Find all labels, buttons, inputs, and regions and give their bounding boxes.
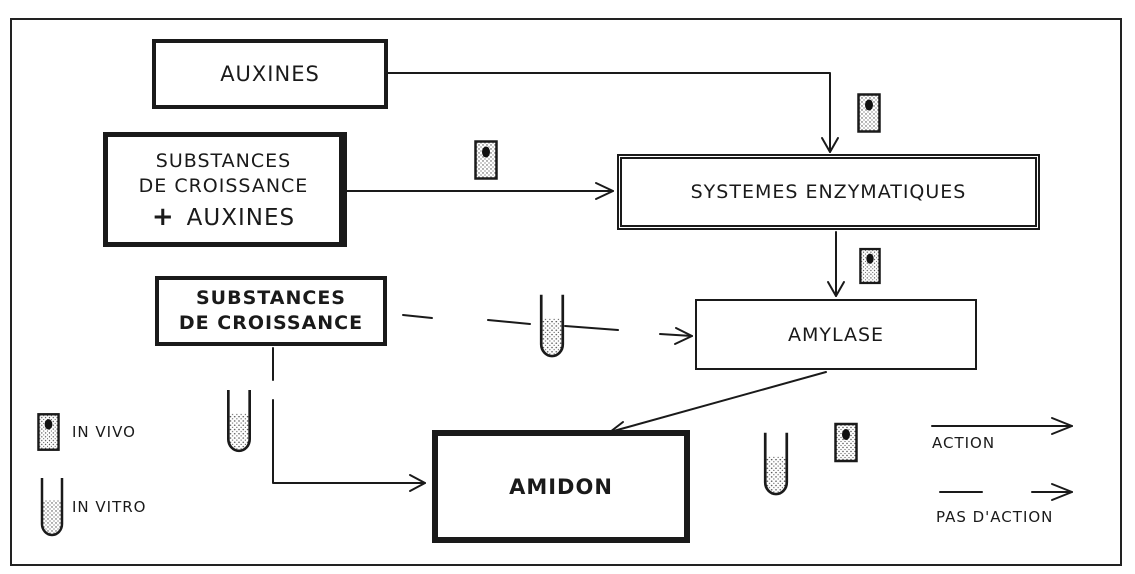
arrow-amylase-amidon (609, 371, 827, 433)
box-amylase-label: AMYLASE (787, 323, 885, 346)
in-vitro-icon (539, 294, 565, 358)
box-amylase: AMYLASE (695, 299, 977, 370)
arrowhead (595, 182, 614, 200)
arrowhead (1051, 483, 1073, 501)
legend-in-vitro-label: IN VITRO (72, 498, 147, 516)
box-substances-line1: SUBSTANCES (196, 287, 346, 309)
arrowhead (409, 474, 426, 492)
arrowhead (827, 281, 845, 297)
in-vitro-icon (226, 390, 252, 453)
box-substances-auxines-line3: AUXINES (186, 204, 296, 231)
box-amidon: AMIDON (432, 430, 690, 543)
in-vivo-icon (474, 140, 498, 180)
box-systemes-enzymatiques: SYSTEMES ENZYMATIQUES (617, 154, 1040, 230)
arrow-auxines-systemes (387, 72, 831, 153)
in-vivo-icon (859, 247, 881, 285)
box-substances-auxines-line3-row: + AUXINES (151, 201, 296, 232)
in-vitro-icon (40, 476, 64, 537)
legend-no-action-label: PAS D'ACTION (936, 508, 1054, 526)
diagram-frame (10, 18, 1122, 566)
in-vitro-icon (763, 432, 789, 496)
arrowhead (1051, 417, 1073, 435)
dash (487, 319, 531, 325)
box-substances-croissance: SUBSTANCES DE CROISSANCE (155, 276, 387, 346)
box-systemes-label: SYSTEMES ENZYMATIQUES (690, 181, 967, 203)
box-substances-auxines: SUBSTANCES DE CROISSANCE + AUXINES (103, 132, 347, 247)
dash (659, 333, 693, 337)
arrow-substances-amidon (272, 399, 426, 484)
legend-action-label: ACTION (932, 434, 996, 452)
arrowhead (821, 137, 839, 153)
legend-in-vivo-label: IN VIVO (72, 423, 136, 441)
box-auxines-label: AUXINES (220, 62, 320, 86)
arrowhead (674, 327, 693, 345)
box-amidon-label: AMIDON (509, 474, 613, 499)
dash (402, 314, 433, 319)
box-auxines: AUXINES (152, 39, 388, 109)
plus-sign: + (151, 201, 175, 232)
dash (564, 325, 619, 331)
box-substances-auxines-line1: SUBSTANCES (155, 149, 292, 172)
box-substances-line2: DE CROISSANCE (178, 312, 364, 334)
in-vivo-icon (857, 93, 881, 133)
in-vivo-icon (37, 413, 60, 451)
box-substances-auxines-line2: DE CROISSANCE (138, 174, 309, 197)
in-vivo-icon (834, 422, 858, 463)
